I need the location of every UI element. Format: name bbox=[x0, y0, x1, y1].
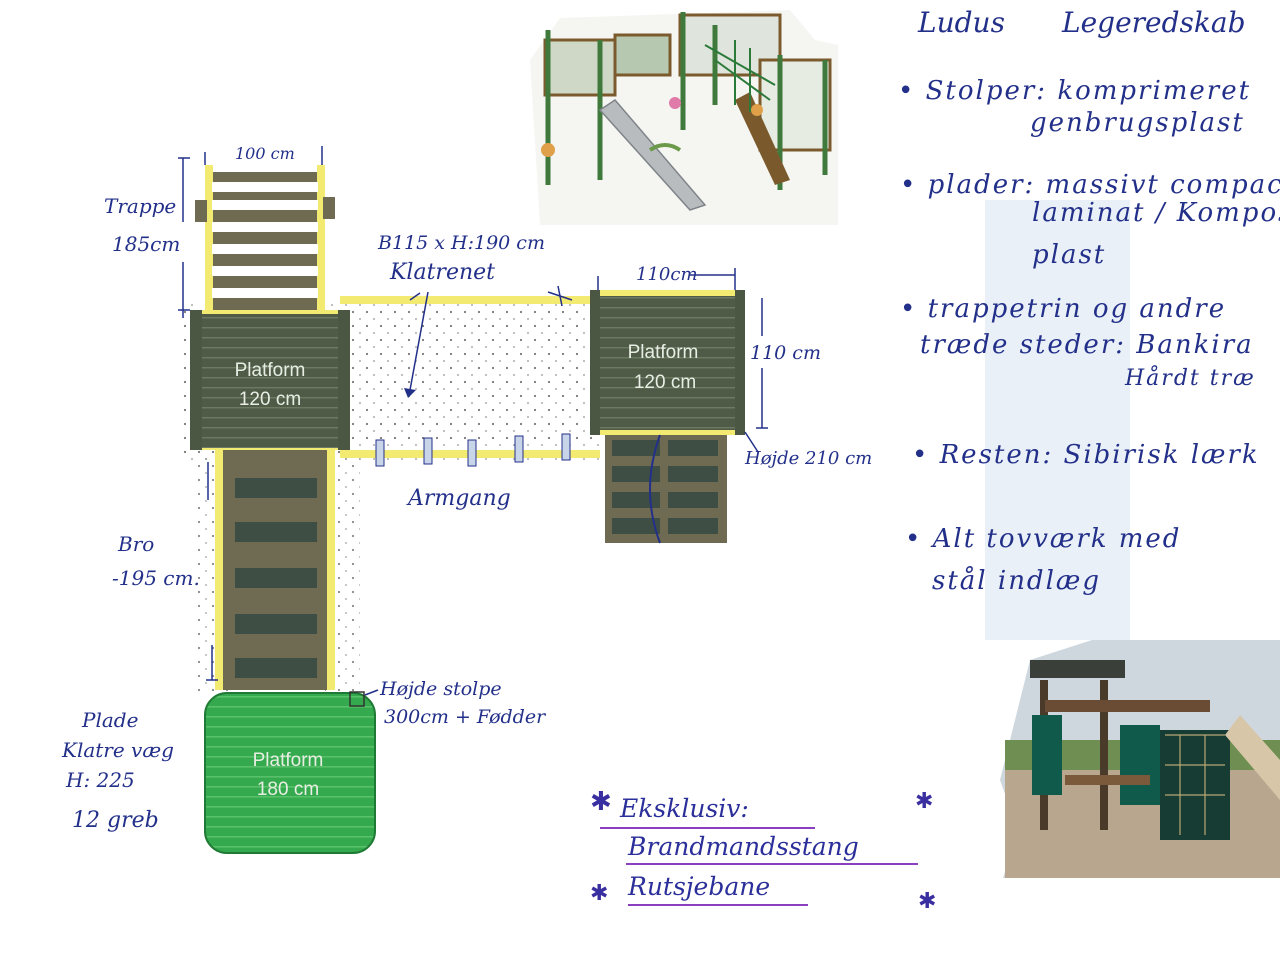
wall-label-1: Plade bbox=[82, 708, 139, 732]
platform-bottom-label-1: Platform bbox=[253, 750, 324, 771]
dimension-lines bbox=[178, 146, 768, 696]
extras-heading: Eksklusiv: bbox=[620, 794, 749, 823]
net-size-label: B115 x H:190 cm bbox=[378, 232, 545, 254]
height-right-label: 110 cm bbox=[750, 342, 821, 364]
trappe-length-label: 185cm bbox=[112, 232, 181, 256]
wall-label-4: 12 greb bbox=[72, 808, 159, 833]
stairs bbox=[195, 165, 335, 315]
platform-right-label-2: 120 cm bbox=[634, 372, 696, 393]
note-3-line-2: træde steder: Bankira bbox=[920, 330, 1254, 360]
net-name-label: Klatrenet bbox=[390, 260, 495, 285]
note-1-line-1: • Stolper: komprimeret bbox=[898, 76, 1252, 106]
note-4-line-1: • Resten: Sibirisk lærk bbox=[912, 440, 1260, 470]
platform-right: Platform 120 cm bbox=[590, 290, 745, 435]
note-2-line-3: plast bbox=[1032, 240, 1107, 270]
bridge bbox=[215, 450, 335, 690]
note-2-line-2: laminat / Kompos bbox=[1032, 198, 1280, 228]
note-3-line-1: • trappetrin og andre bbox=[900, 294, 1227, 324]
product-title: Legeredskab bbox=[1062, 6, 1246, 39]
trappe-label: Trappe bbox=[104, 194, 177, 218]
extras-item-2: Rutsjebane bbox=[628, 872, 771, 901]
platform-bottom-label-2: 180 cm bbox=[257, 779, 319, 800]
note-1-line-2: genbrugsplast bbox=[1030, 108, 1245, 138]
platform-right-label-1: Platform bbox=[628, 342, 699, 363]
platform-left-label-1: Platform bbox=[235, 360, 306, 381]
note-5-line-2: stål indlæg bbox=[932, 566, 1101, 596]
note-3-line-3: Hårdt træ bbox=[1125, 366, 1256, 391]
blue-stripe bbox=[985, 200, 1130, 640]
brand-title: Ludus bbox=[918, 6, 1005, 39]
note-2-line-1: • plader: massivt compac bbox=[900, 170, 1280, 200]
asterisk-icon: ✱ bbox=[915, 789, 933, 814]
monkey-bars bbox=[375, 433, 571, 467]
width-top-label: 100 cm bbox=[235, 144, 295, 163]
playground-render-illustration bbox=[530, 10, 838, 225]
platform-bottom: Platform 180 cm bbox=[204, 691, 376, 854]
height-210-label: Højde 210 cm bbox=[745, 448, 873, 469]
platform-left-label-2: 120 cm bbox=[239, 389, 301, 410]
asterisk-icon: ✱ bbox=[590, 881, 608, 906]
armgang-label: Armgang bbox=[408, 486, 511, 511]
bro-label: Bro bbox=[118, 532, 155, 556]
stolpe-label-2: 300cm + Fødder bbox=[384, 706, 546, 728]
width-right-label: 110cm bbox=[636, 264, 698, 285]
note-5-line-1: • Alt tovværk med bbox=[905, 524, 1182, 554]
extras-item-1: Brandmandsstang bbox=[628, 832, 859, 861]
wall-label-3: H: 225 bbox=[66, 768, 135, 792]
asterisk-icon: ✱ bbox=[918, 889, 936, 914]
wall-label-2: Klatre væg bbox=[62, 738, 174, 762]
playground-photo bbox=[1000, 640, 1280, 878]
stolpe-label-1: Højde stolpe bbox=[380, 678, 502, 700]
extras-decor: ✱ ✱ ✱ ✱ bbox=[590, 787, 936, 914]
stairs-right bbox=[605, 434, 727, 544]
asterisk-icon: ✱ bbox=[590, 787, 612, 817]
platform-left: Platform 120 cm bbox=[190, 310, 350, 450]
bro-length-label: -195 cm. bbox=[112, 566, 200, 590]
